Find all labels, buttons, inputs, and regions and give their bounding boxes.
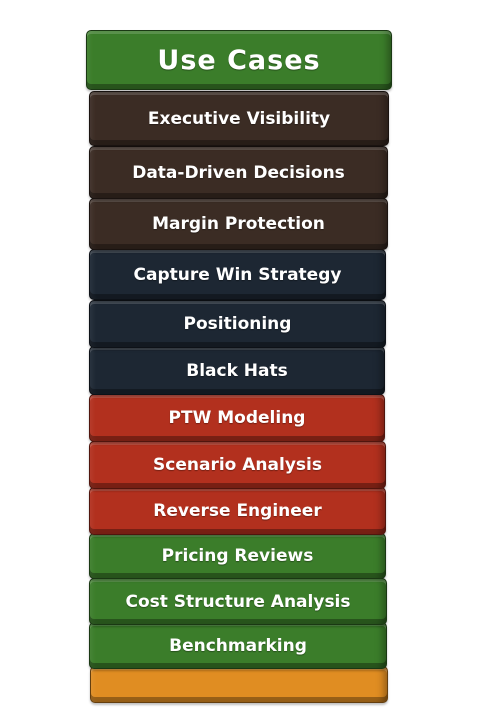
block-label: Black Hats xyxy=(186,360,288,381)
block-data-driven-decisions: Data-Driven Decisions xyxy=(89,146,388,199)
block-label: Cost Structure Analysis xyxy=(125,591,351,612)
block-capture-win-strategy: Capture Win Strategy xyxy=(89,249,386,300)
block-label: Margin Protection xyxy=(152,214,325,234)
block-black-hats: Black Hats xyxy=(89,346,385,395)
block-reverse-engineer: Reverse Engineer xyxy=(89,487,386,535)
block-pricing-reviews: Pricing Reviews xyxy=(89,533,386,579)
block-margin-protection: Margin Protection xyxy=(89,198,388,250)
block-label: Benchmarking xyxy=(169,635,307,656)
block-ptw-modeling: PTW Modeling xyxy=(89,394,385,442)
block-label: Scenario Analysis xyxy=(153,455,322,475)
block-positioning: Positioning xyxy=(89,300,386,348)
block-label: Capture Win Strategy xyxy=(133,264,342,285)
block-label: Use Cases xyxy=(157,44,321,76)
block-executive-visibility: Executive Visibility xyxy=(89,91,389,146)
block-label: PTW Modeling xyxy=(168,408,306,428)
block-benchmarking: Benchmarking xyxy=(89,622,387,669)
block-label: Reverse Engineer xyxy=(153,501,322,521)
block-label: Positioning xyxy=(183,314,292,334)
block-label: Pricing Reviews xyxy=(161,546,314,566)
block-label: Data-Driven Decisions xyxy=(132,162,345,183)
base-block xyxy=(90,666,388,703)
title-block-use-cases: Use Cases xyxy=(86,30,392,90)
block-label: Executive Visibility xyxy=(147,108,331,129)
block-cost-structure-analysis: Cost Structure Analysis xyxy=(89,578,387,625)
block-scenario-analysis: Scenario Analysis xyxy=(89,441,386,489)
